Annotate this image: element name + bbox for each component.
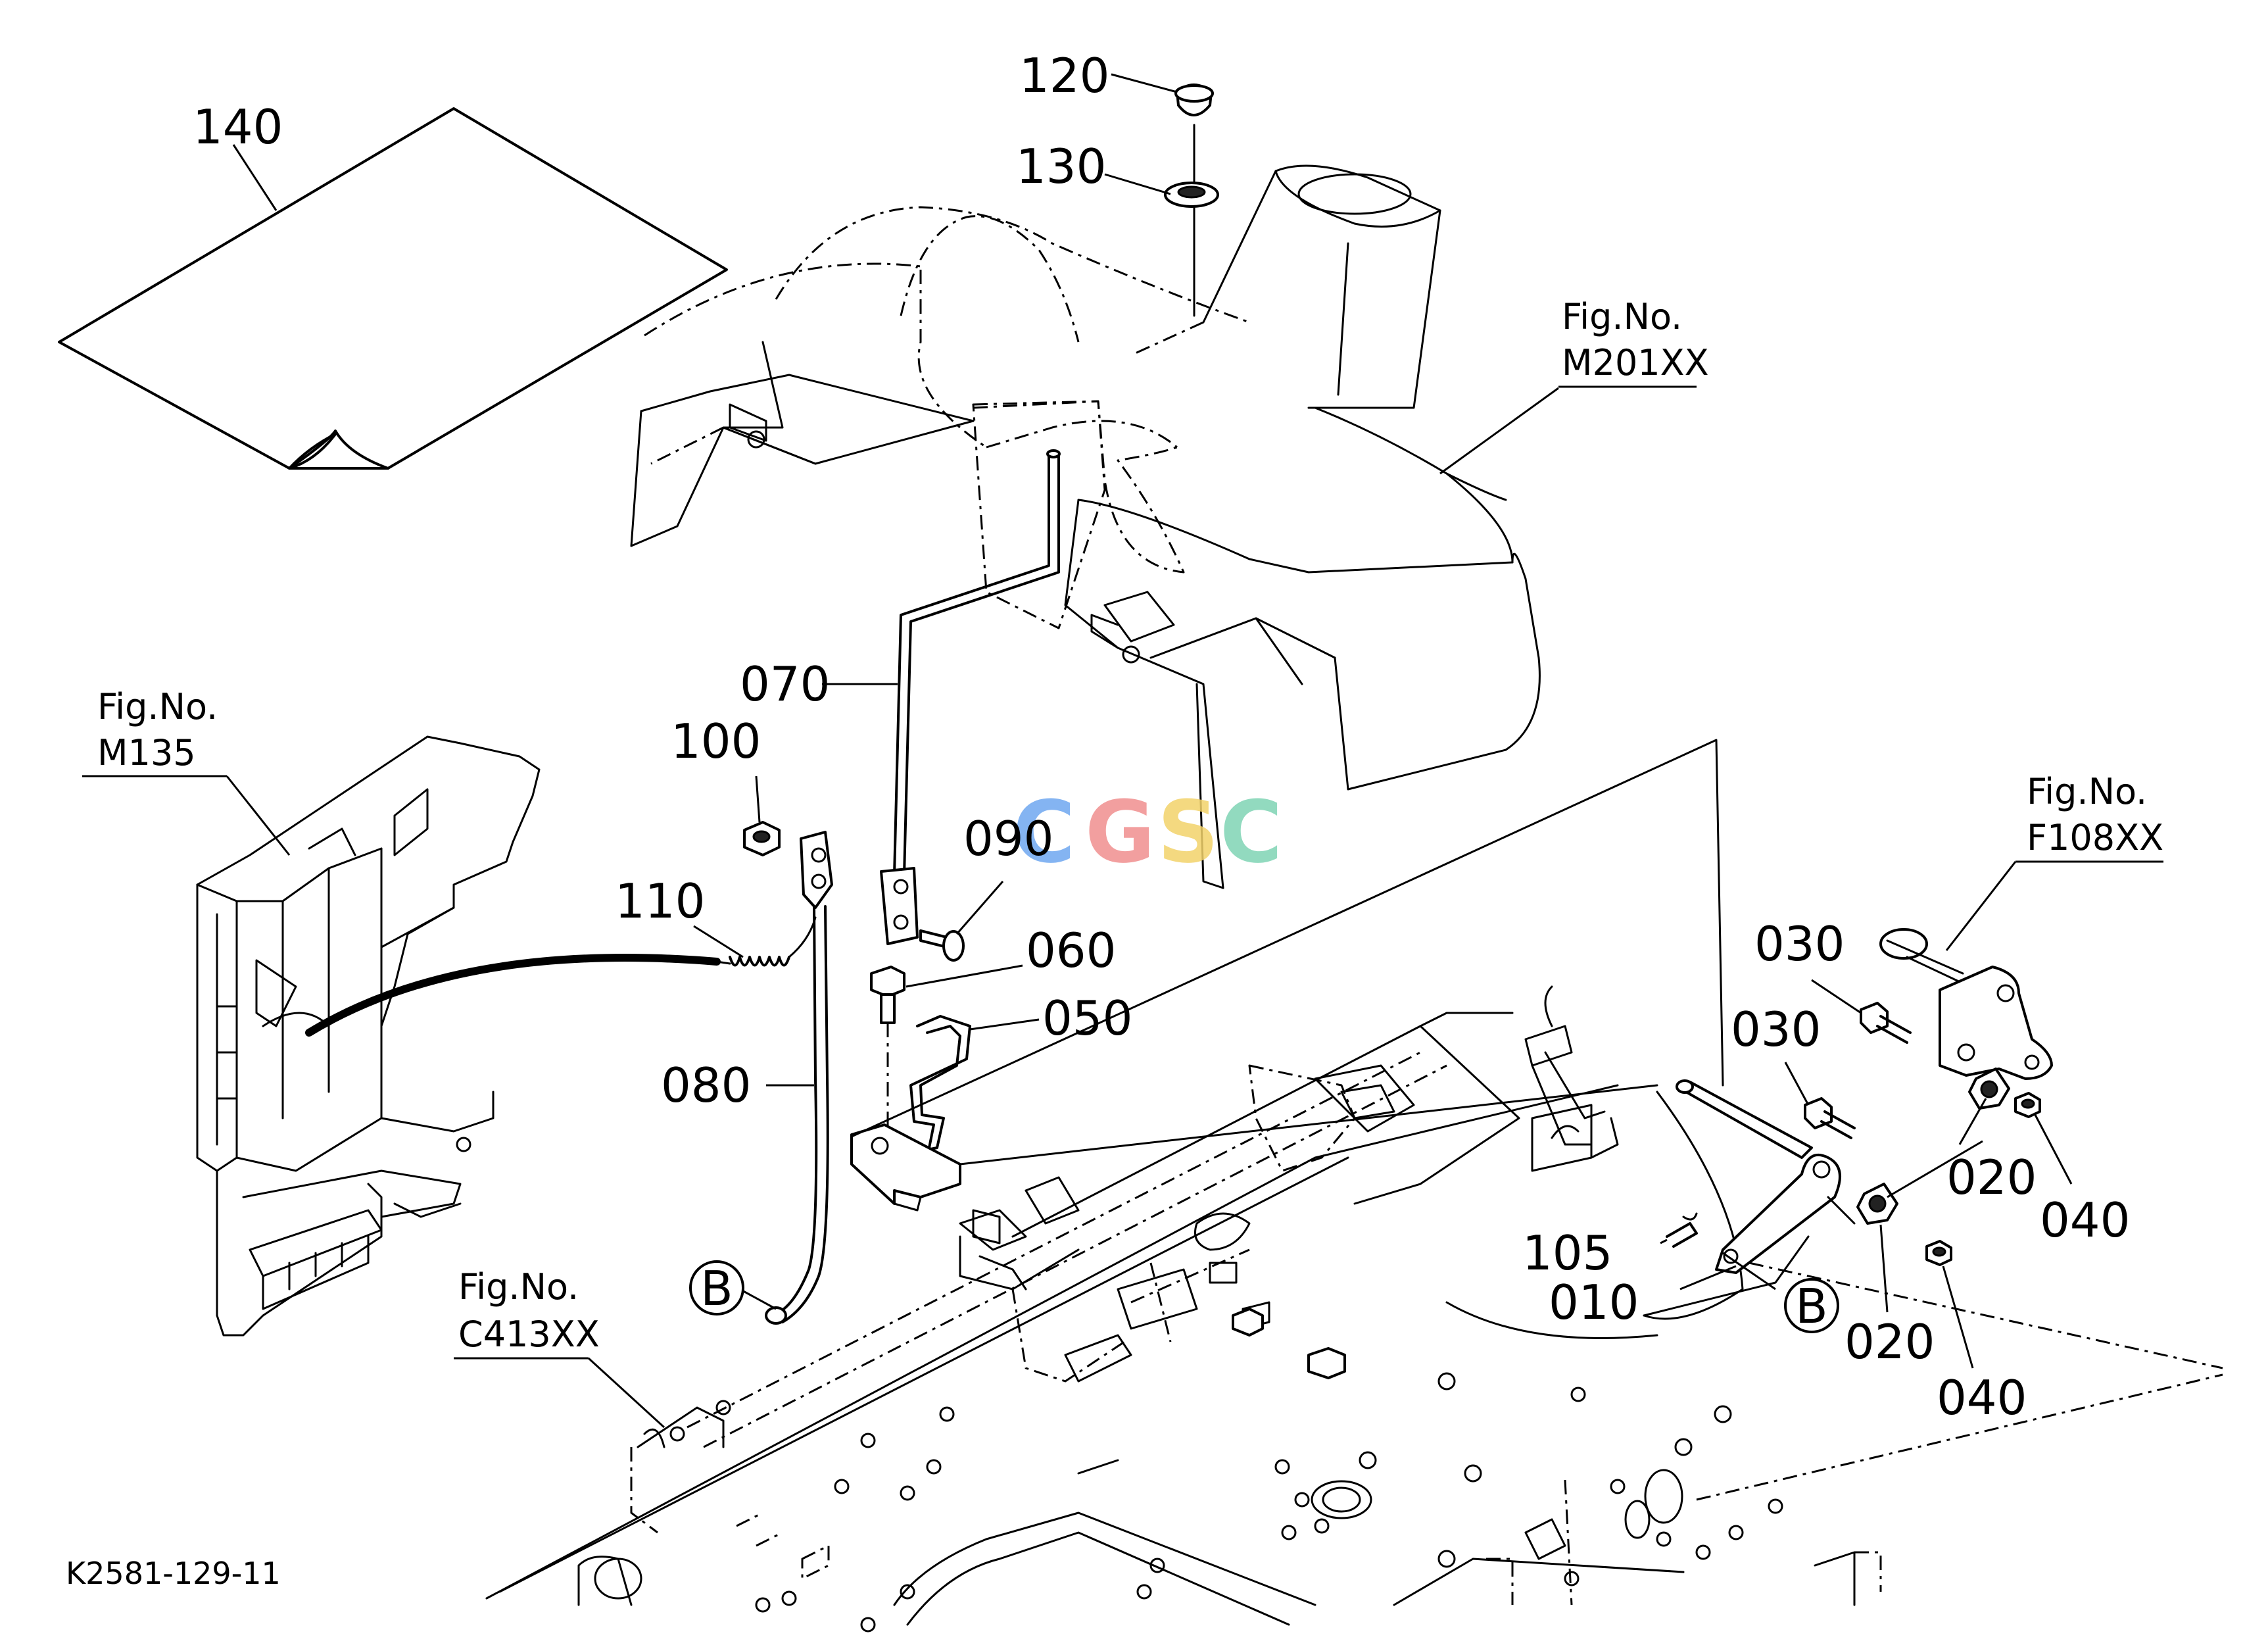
rod-bracket (880, 867, 919, 945)
nut-100 (743, 821, 781, 856)
rod-080 (765, 831, 833, 1325)
marker-b-left: B (689, 1260, 744, 1316)
callout-020-upper: 020 (1946, 1150, 2037, 1205)
callout-020-lower: 020 (1845, 1314, 1935, 1369)
washer-020-upper (1968, 1068, 2010, 1110)
callout-030-upper: 030 (1754, 916, 1845, 971)
fig-ref-m201: Fig.No. M201XX (1562, 296, 1709, 383)
bracket-050 (850, 1015, 971, 1212)
fender-hood-assembly (630, 164, 1541, 889)
callout-105: 105 (1522, 1225, 1612, 1281)
connection-outline-2 (959, 1084, 1658, 1166)
svg-text:Fig.No.: Fig.No. (97, 686, 218, 727)
callout-140: 140 (193, 99, 283, 155)
svg-text:B: B (700, 1261, 733, 1316)
callout-040-lower: 040 (1937, 1370, 2027, 1425)
callout-130: 130 (1016, 139, 1106, 194)
callout-030-lower: 030 (1731, 1002, 1821, 1057)
svg-text:M201XX: M201XX (1562, 342, 1709, 383)
svg-text:Fig.No.: Fig.No. (2027, 771, 2147, 812)
callout-070: 070 (740, 656, 830, 712)
callout-100: 100 (671, 714, 761, 769)
svg-text:B: B (1795, 1279, 1827, 1334)
callout-110: 110 (615, 873, 705, 929)
cap-120 (1174, 84, 1214, 317)
callout-050: 050 (1042, 991, 1132, 1046)
svg-text:F108XX: F108XX (2027, 817, 2163, 858)
diagram-code: K2581-129-11 (66, 1556, 281, 1591)
bolt-030-upper (1860, 1002, 1912, 1044)
callout-120: 120 (1019, 48, 1109, 103)
washer-020-lower (1856, 1183, 1898, 1225)
marker-b-right: B (1784, 1278, 1839, 1334)
fig-ref-m135: Fig.No. M135 (97, 686, 218, 774)
fig-ref-f108: Fig.No. F108XX (2027, 771, 2163, 858)
callout-labels: 140 120 130 070 100 090 110 060 050 080 … (193, 48, 2130, 1425)
callout-010: 010 (1549, 1275, 1639, 1330)
svg-text:Fig.No.: Fig.No. (1562, 296, 1682, 337)
callout-040-upper: 040 (2040, 1192, 2130, 1248)
dashboard-panel (196, 735, 541, 1337)
callout-090: 090 (963, 811, 1053, 866)
bolt-030-lower (1804, 1097, 1856, 1139)
watermark-letter-g: G (1085, 782, 1155, 882)
fig-ref-c413: Fig.No. C413XX (458, 1266, 600, 1355)
cgsc-watermark: C G S C (1013, 782, 1282, 882)
callout-080: 080 (661, 1058, 751, 1113)
watermark-letter-c1: C (1013, 782, 1075, 882)
lever-010 (1676, 1079, 1856, 1274)
svg-text:Fig.No.: Fig.No. (458, 1266, 579, 1308)
pin-090 (919, 929, 965, 962)
pin-105 (1666, 1212, 1698, 1248)
watermark-letter-c2: C (1220, 782, 1282, 882)
callout-060: 060 (1026, 923, 1116, 978)
nut-040-upper (2014, 1092, 2041, 1118)
spring-110 (305, 916, 817, 1037)
nut-040-lower (1925, 1240, 1952, 1266)
watermark-letter-s: S (1157, 782, 1219, 882)
svg-text:M135: M135 (97, 732, 196, 774)
decal-sheet-140 (58, 107, 728, 470)
svg-text:C413XX: C413XX (458, 1314, 600, 1355)
bolt-060 (870, 966, 905, 1144)
connection-outline (850, 739, 1724, 1138)
grommet-130 (1164, 182, 1219, 208)
leader-lines (82, 73, 2163, 1429)
shaft-assembly-f108 (1879, 928, 2053, 1080)
